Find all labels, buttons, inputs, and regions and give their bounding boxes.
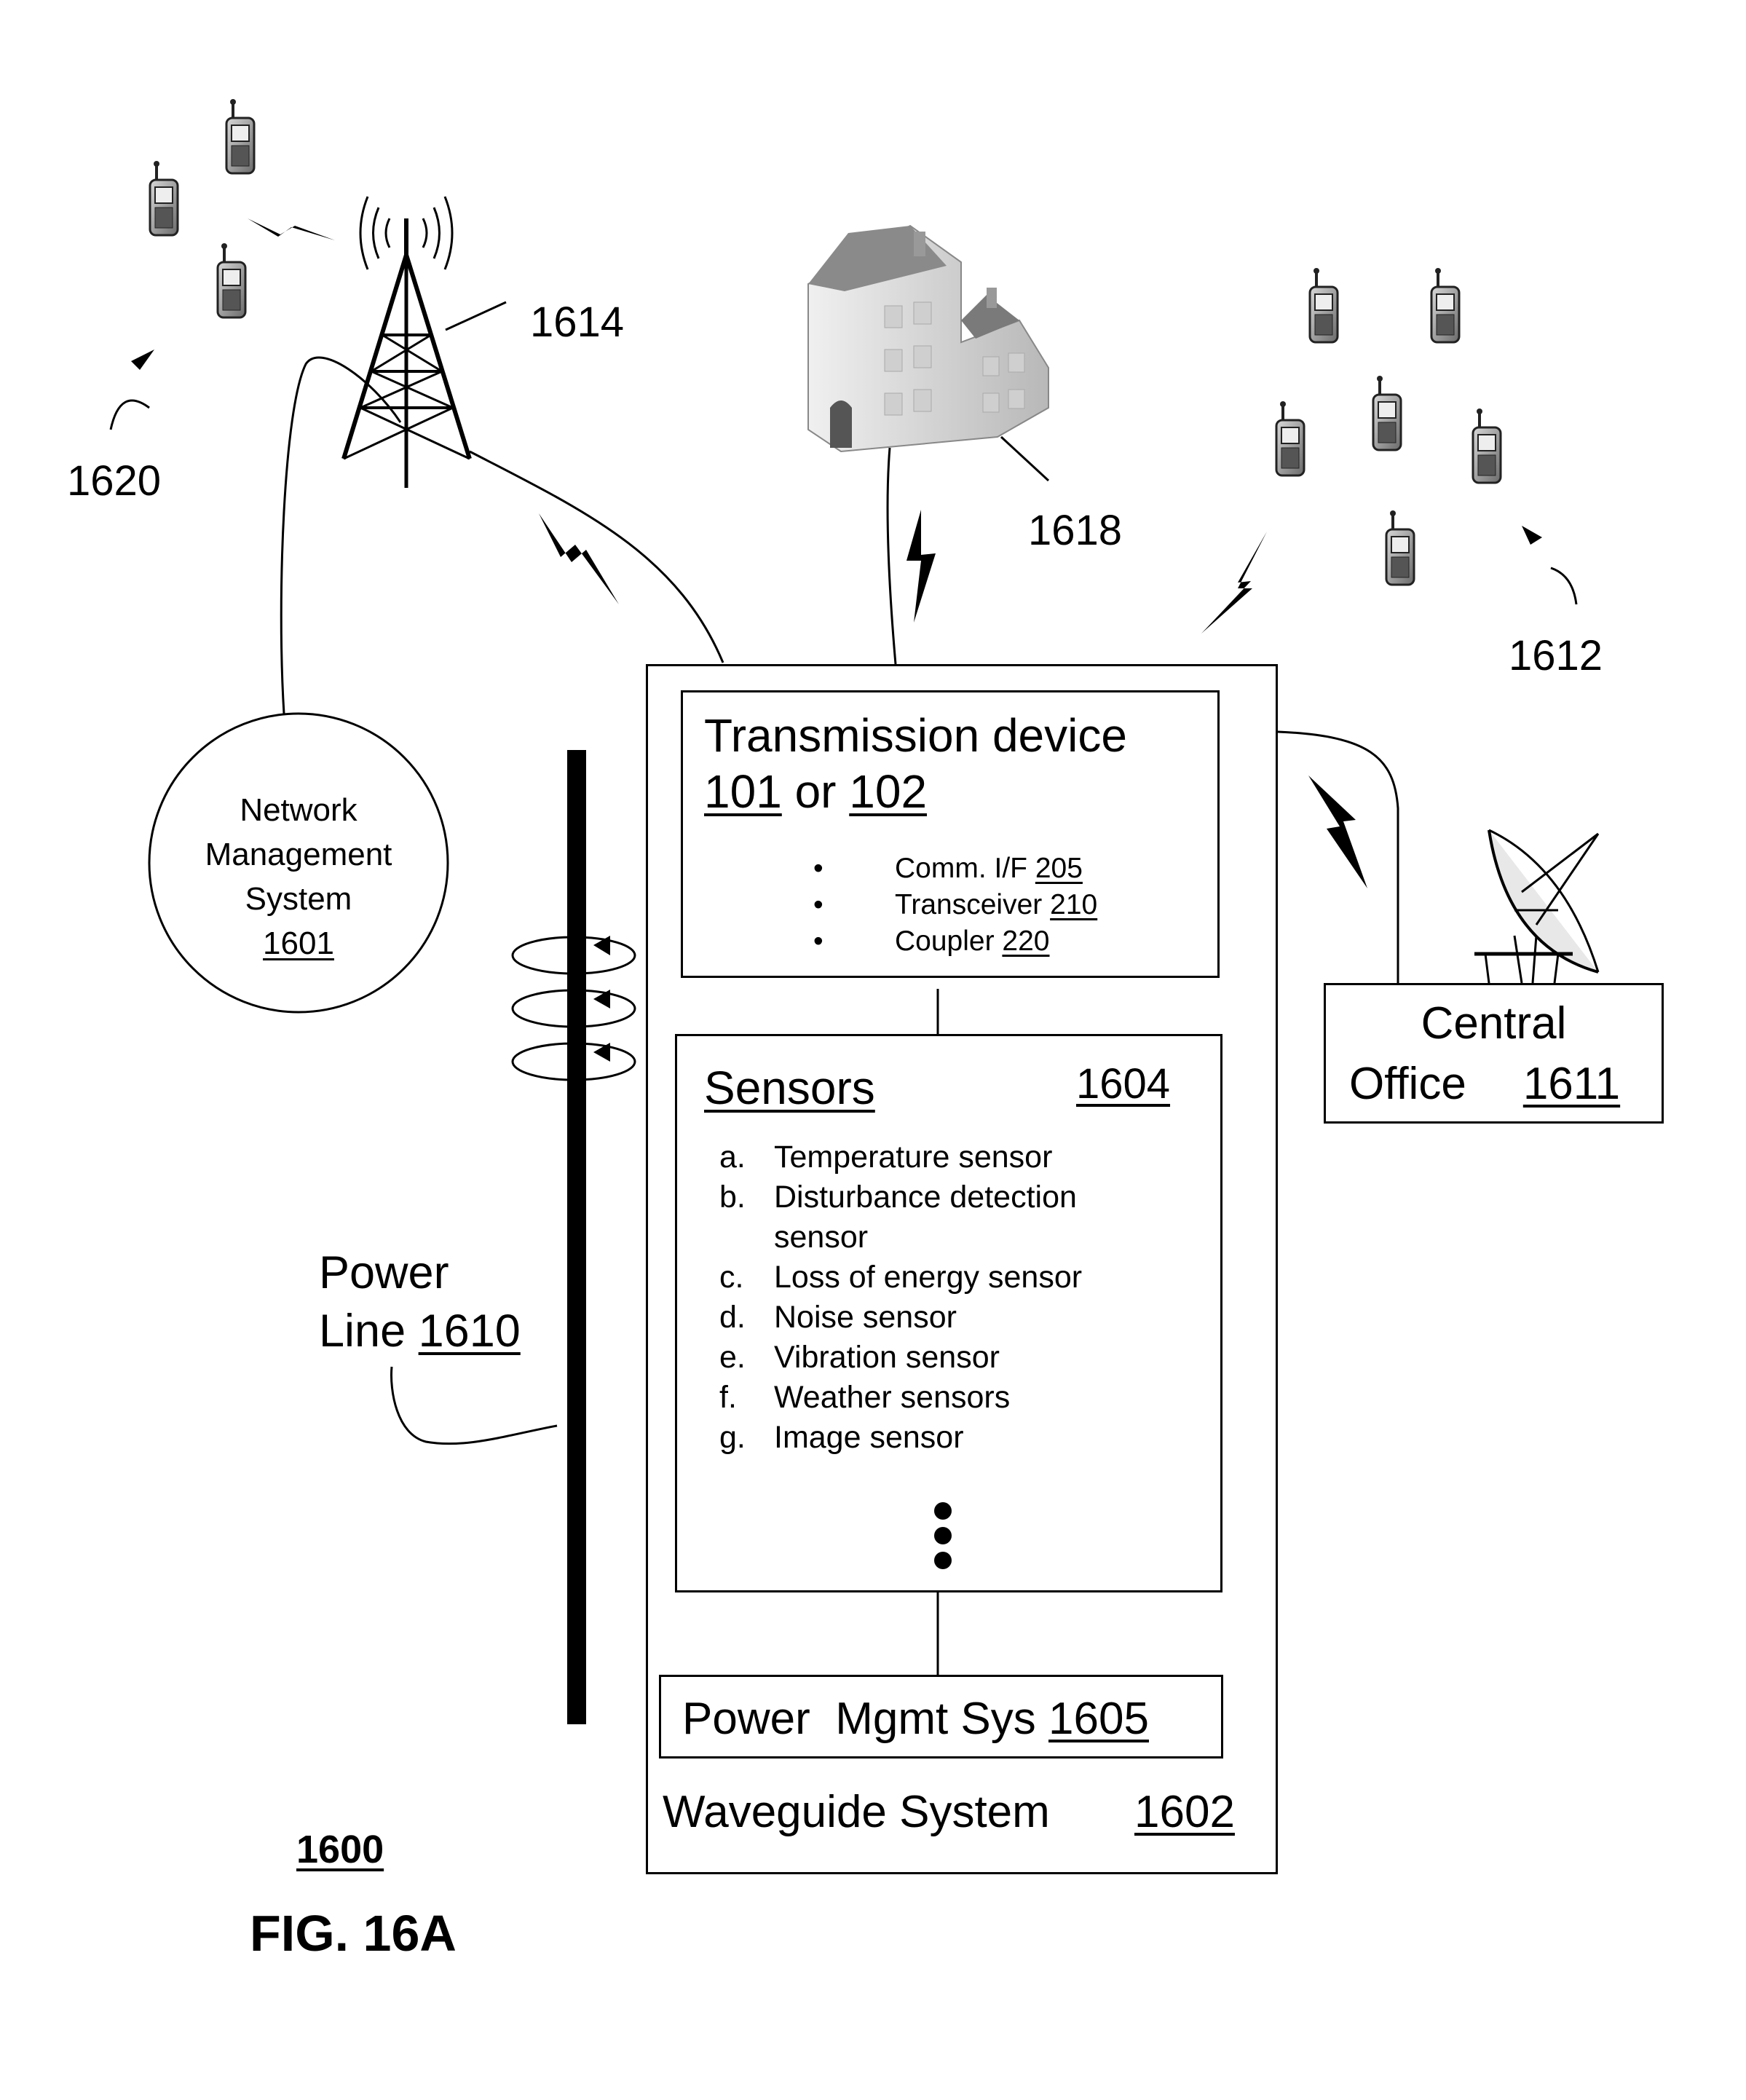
coupling-coils: [511, 936, 636, 1081]
sensor-name: Weather sensors: [774, 1380, 1011, 1415]
sensors-ref: 1604: [1076, 1060, 1171, 1108]
sensor-key: g.: [719, 1420, 746, 1455]
power-line-line2: Line 1610: [319, 1306, 521, 1357]
transmission-or: or: [794, 765, 837, 818]
ref-1614: 1614: [530, 299, 625, 346]
transmission-ref-b: 102: [849, 765, 928, 818]
power-line-word: Power: [319, 1247, 449, 1298]
satellite-dish: [1474, 829, 1600, 984]
component-ref: 210: [1050, 889, 1098, 920]
sensor-item: a. Temperature sensor: [719, 1137, 1082, 1177]
sensors-box: [675, 1034, 1222, 1592]
power-mgmt-ref: 1605: [1048, 1694, 1149, 1744]
central-office-ref: 1611: [1522, 1059, 1621, 1109]
waveguide-ref: 1602: [1134, 1787, 1235, 1837]
sensor-item: d. Noise sensor: [719, 1298, 1082, 1338]
sensor-key: f.: [719, 1380, 737, 1415]
ref-1618: 1618: [1028, 507, 1123, 554]
sensor-item: b. Disturbance detection sensor: [719, 1177, 1082, 1258]
nms-line1: Network: [240, 792, 358, 828]
sensor-name: Image sensor: [774, 1420, 964, 1455]
transmission-ref-a: 101: [704, 765, 782, 818]
sensor-name: Temperature sensor: [774, 1140, 1053, 1175]
ref-1620: 1620: [67, 457, 162, 505]
component-label: Comm. I/F 205: [895, 853, 1083, 884]
transmission-title: Transmission device: [704, 709, 1127, 762]
power-mgmt-label: Power Mgmt Sys 1605: [682, 1697, 1149, 1742]
sensor-key: a.: [719, 1140, 746, 1175]
figure-ref-1600: 1600: [296, 1828, 384, 1871]
sensor-name: sensor: [774, 1220, 869, 1255]
figure-label: FIG. 16A: [250, 1905, 457, 1962]
mobile-phones-right: [1275, 267, 1502, 586]
power-line-conductor: [567, 750, 586, 1724]
central-office-box: [1324, 983, 1664, 1124]
sensor-list: a. Temperature sensor b. Disturbance detect…: [719, 1137, 1082, 1458]
waveguide-label: Waveguide System: [663, 1787, 1050, 1837]
sensor-key: b.: [719, 1180, 746, 1215]
sensor-key: e.: [719, 1340, 746, 1375]
mobile-phones-left: [149, 98, 256, 319]
nms-circle: [148, 712, 449, 1014]
transmission-device-box: [681, 690, 1220, 978]
component-ref: 205: [1035, 853, 1083, 884]
wireless-links: [248, 218, 1367, 888]
nms-label: Network Management System 1601: [167, 788, 430, 966]
bullet: •: [813, 925, 823, 957]
ref-1612: 1612: [1509, 632, 1603, 679]
connection-lines: [109, 301, 1578, 1675]
component-label: Coupler 220: [895, 925, 1050, 957]
component-ref: 220: [1002, 925, 1050, 957]
sensor-name: Loss of energy sensor: [774, 1260, 1083, 1295]
sensor-item: g. Image sensor: [719, 1418, 1082, 1458]
transmission-refs: 101 or 102: [704, 768, 927, 815]
sensor-name: Vibration sensor: [774, 1340, 1000, 1375]
central-office-line1: Central: [1421, 998, 1567, 1049]
power-mgmt-text: Power Mgmt Sys: [682, 1694, 1036, 1744]
bullet: •: [813, 889, 823, 920]
sensor-name: Noise sensor: [774, 1300, 957, 1335]
sensor-key: c.: [719, 1260, 744, 1295]
sensor-name: Disturbance detection: [774, 1180, 1077, 1215]
bullet: •: [813, 853, 823, 884]
sensors-title: Sensors: [704, 1062, 875, 1114]
nms-line3: System: [245, 881, 352, 917]
nms-line2: Management: [205, 837, 392, 872]
waveguide-system-box: [646, 664, 1278, 1874]
sensor-item: c. Loss of energy sensor: [719, 1258, 1082, 1298]
power-line-ref: 1610: [418, 1306, 521, 1357]
sensor-key: d.: [719, 1300, 746, 1335]
power-line-label: Power Line 1610: [319, 1244, 521, 1360]
building: [807, 224, 1049, 453]
nms-ref: 1601: [263, 925, 334, 961]
antenna-tower: [341, 196, 472, 488]
sensor-item: f. Weather sensors: [719, 1378, 1082, 1418]
more-sensors-ellipsis: [934, 1502, 952, 1576]
component-label: Transceiver 210: [895, 889, 1098, 920]
sensor-item: e. Vibration sensor: [719, 1338, 1082, 1378]
power-mgmt-box: [659, 1675, 1223, 1758]
